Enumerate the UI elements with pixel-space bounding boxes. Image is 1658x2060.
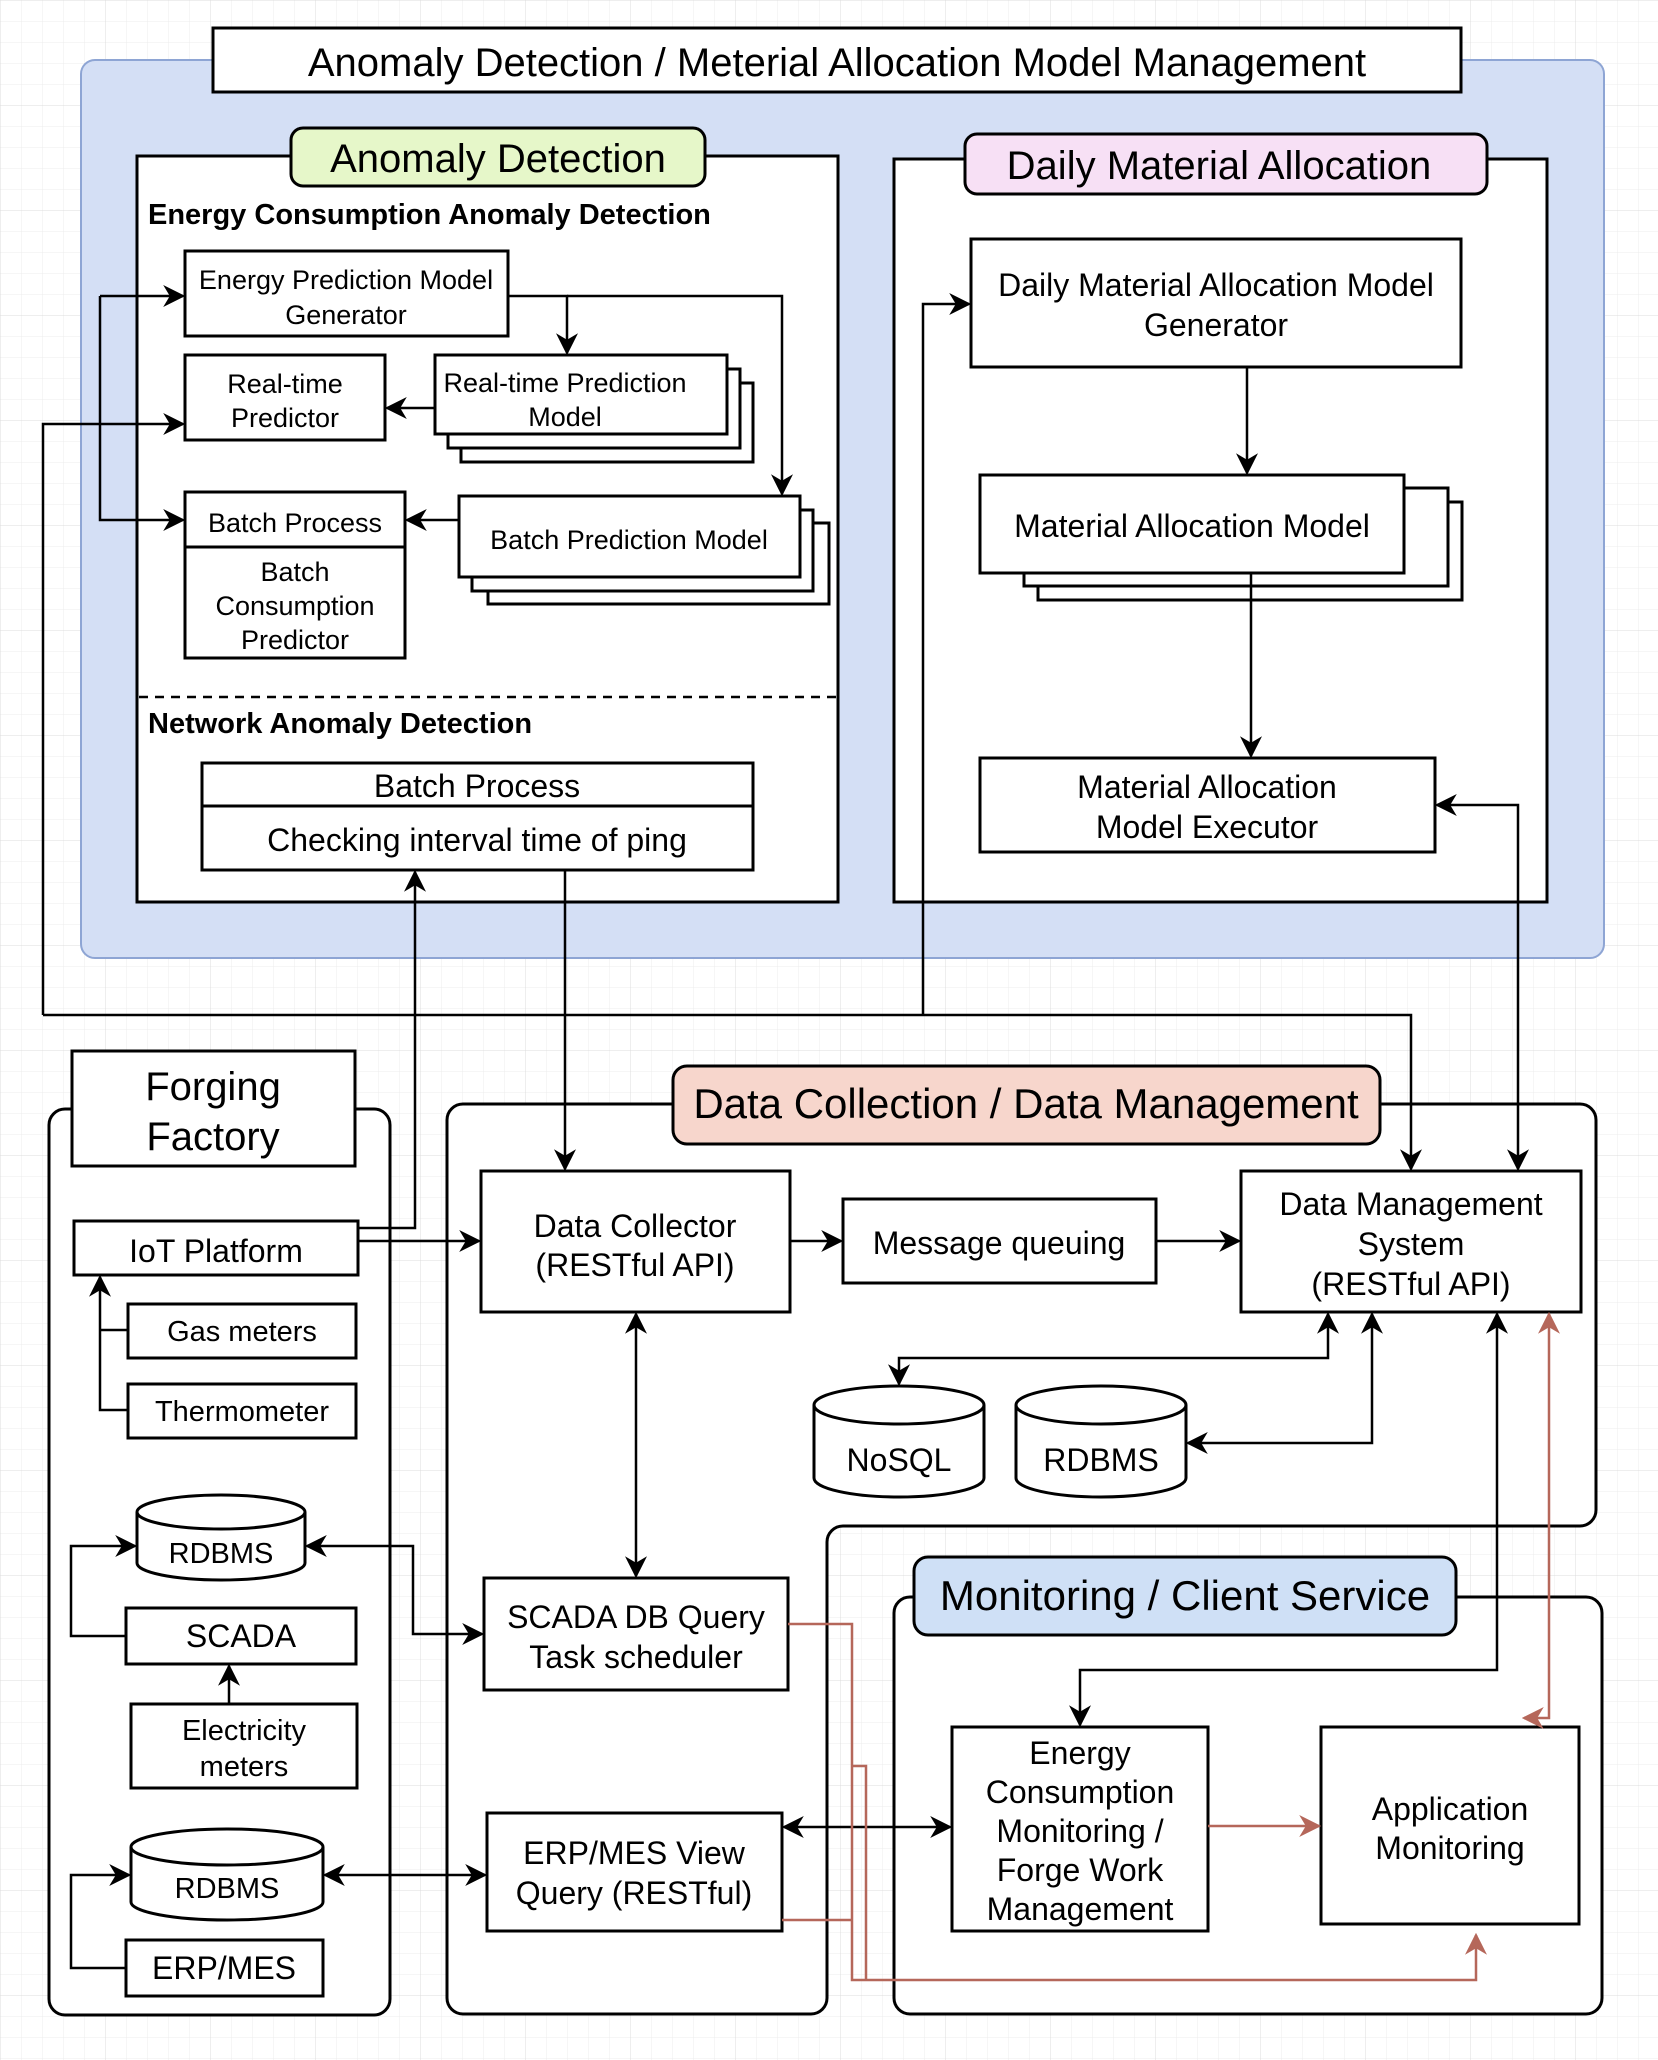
- datacollection-label: Data Collection / Data Management: [693, 1080, 1359, 1127]
- scada-label: SCADA: [186, 1618, 297, 1654]
- batch-predictor-line2: Consumption: [215, 591, 374, 621]
- allocation-label: Daily Material Allocation: [1007, 144, 1432, 188]
- allocation-label-box: [963, 132, 1489, 196]
- dms-line2: System: [1358, 1226, 1465, 1262]
- energy-monitoring-line5: Management: [987, 1891, 1174, 1927]
- title-box: [211, 26, 1463, 94]
- thermometer-label: Thermometer: [155, 1396, 329, 1428]
- realtime-predictor-line2: Predictor: [231, 403, 339, 433]
- thermometer-box: [126, 1382, 358, 1440]
- datacollection-label-box: [671, 1064, 1382, 1146]
- nosql-label: NoSQL: [847, 1442, 952, 1478]
- app-monitoring-line2: Monitoring: [1375, 1830, 1524, 1866]
- erp-mes-label: ERP/MES: [152, 1950, 296, 1986]
- energy-model-generator-line2: Generator: [285, 300, 407, 330]
- sensors-to-iot-arrow: [89, 1274, 128, 1412]
- factory-label-line1: Forging: [145, 1065, 281, 1109]
- message-queuing-box: [841, 1197, 1158, 1285]
- iot-platform-box: [72, 1219, 360, 1277]
- erp-query-line2: Query (RESTful): [516, 1875, 752, 1911]
- factory-rdbms-2-label: RDBMS: [175, 1873, 280, 1905]
- allocation-model-label: Material Allocation Model: [1014, 508, 1370, 544]
- gas-meters-label: Gas meters: [167, 1316, 317, 1348]
- rdbms-scada-query-arrow: [304, 1535, 485, 1645]
- gen-to-batch-model-arrow: [567, 294, 793, 497]
- factory-rdbms-1-label: RDBMS: [169, 1538, 274, 1570]
- energy-monitoring-box: [950, 1725, 1210, 1933]
- batch-model-box: [457, 494, 802, 579]
- electricity-meters-line1: Electricity: [182, 1715, 307, 1747]
- erp-query-box: [485, 1811, 784, 1933]
- scada-query-line2: Task scheduler: [529, 1639, 743, 1675]
- realtime-predictor-box: [183, 353, 387, 442]
- allocation-model-box: [978, 473, 1406, 575]
- factory-rdbms-1: [135, 1493, 307, 1582]
- anomaly-label-box: [289, 126, 707, 188]
- factory-label-box: [70, 1049, 357, 1168]
- erp-query-side-line: [852, 1764, 868, 1980]
- erp-to-rdbms-arrow: [69, 1864, 132, 1970]
- realtime-model-line1: Real-time Prediction: [443, 368, 686, 398]
- network-ping-label: Checking interval time of ping: [267, 822, 687, 858]
- dms-to-app-arrow: [1521, 1311, 1560, 1729]
- scada-query-to-app-arrow: [788, 1622, 1487, 1982]
- allocation-executor-line2: Model Executor: [1096, 809, 1319, 845]
- scada-query-line1: SCADA DB Query: [507, 1599, 765, 1635]
- app-monitoring-line1: Application: [1372, 1791, 1529, 1827]
- network-heading: Network Anomaly Detection: [148, 708, 532, 740]
- anomaly-label: Anomaly Detection: [330, 137, 666, 181]
- batch-predictor-line1: Batch: [260, 557, 329, 587]
- factory-label-line2: Factory: [146, 1115, 279, 1159]
- allocation-generator-line1: Daily Material Allocation Model: [998, 267, 1434, 303]
- diagram-title: Anomaly Detection / Meterial Allocation …: [308, 41, 1366, 85]
- rt-bus-to-predictor-arrow: [41, 413, 186, 1015]
- network-batch-label: Batch Process: [374, 768, 580, 804]
- batch-predictor-line3: Predictor: [241, 625, 349, 655]
- electricity-meters-line2: meters: [200, 1751, 289, 1783]
- monitoring-connectors: [782, 1311, 1560, 1982]
- batch-process-label: Batch Process: [208, 508, 382, 538]
- electricity-meters-box: [129, 1702, 359, 1790]
- dms-to-energy-arrow: [1069, 1311, 1508, 1728]
- dms-box: [1239, 1169, 1583, 1314]
- batch-model-label: Batch Prediction Model: [490, 525, 768, 555]
- realtime-model-line2: Model: [528, 402, 602, 432]
- monitoring-label: Monitoring / Client Service: [940, 1572, 1430, 1619]
- energy-monitoring-line2: Consumption: [986, 1774, 1175, 1810]
- dm-rdbms-label: RDBMS: [1043, 1442, 1159, 1478]
- realtime-model-box: [433, 353, 729, 436]
- network-batch-box: [200, 761, 755, 872]
- dms-line3: (RESTful API): [1311, 1266, 1510, 1302]
- iot-to-ping-arrow: [358, 869, 426, 1230]
- energy-monitoring-line3: Monitoring /: [996, 1813, 1163, 1849]
- energy-model-generator-line1: Energy Prediction Model: [199, 265, 493, 295]
- energy-heading: Energy Consumption Anomaly Detection: [148, 199, 711, 231]
- dms-line1: Data Management: [1279, 1186, 1542, 1222]
- realtime-predictor-line1: Real-time: [227, 369, 343, 399]
- iot-platform-label: IoT Platform: [129, 1233, 303, 1269]
- connectors: [41, 285, 1529, 1970]
- allocation-generator-line2: Generator: [1144, 307, 1288, 343]
- allocation-executor-line1: Material Allocation: [1077, 769, 1337, 805]
- main-bus-line: [43, 1013, 1422, 1172]
- energy-monitoring-line1: Energy: [1029, 1735, 1130, 1771]
- bus-to-alloc-gen-arrow: [921, 293, 972, 1015]
- scada-to-rdbms-arrow: [69, 1535, 138, 1638]
- left-bus-to-generator-arrow: [98, 296, 186, 531]
- erp-mes-box: [124, 1938, 325, 1998]
- data-collector-line1: Data Collector: [534, 1208, 737, 1244]
- erp-query-line1: ERP/MES View: [523, 1835, 746, 1871]
- energy-monitoring-line4: Forge Work: [997, 1852, 1165, 1888]
- allocation-generator-box: [969, 237, 1463, 369]
- scada-query-box: [482, 1576, 790, 1692]
- batch-predictor-box: [183, 490, 407, 660]
- factory-rdbms-2: [129, 1827, 325, 1922]
- message-queuing-label: Message queuing: [873, 1225, 1126, 1261]
- energy-model-generator-box: [183, 249, 510, 338]
- data-collector-line2: (RESTful API): [535, 1247, 734, 1283]
- dms-to-executor-arrow: [1434, 794, 1529, 1172]
- app-monitoring-box: [1319, 1725, 1581, 1926]
- nosql-db: [812, 1384, 986, 1499]
